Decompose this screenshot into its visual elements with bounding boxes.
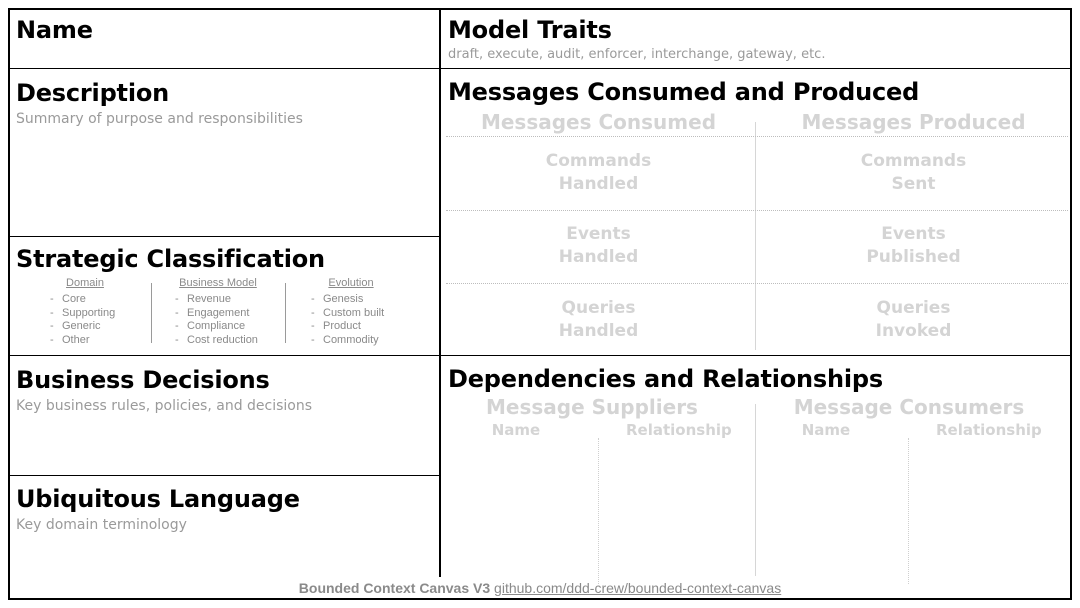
classification-separator: [285, 283, 286, 343]
message-suppliers-header: Message Suppliers: [486, 395, 698, 419]
canvas-footer: Bounded Context Canvas V3 github.com/ddd…: [0, 580, 1080, 596]
evolution-header: Evolution: [328, 277, 374, 289]
messages-column-divider: [755, 122, 756, 350]
messages-row-rule-2: [446, 283, 1068, 284]
model-traits-title: Model Traits: [448, 16, 612, 44]
dependencies-column-divider: [755, 404, 756, 576]
ubiquitous-language-subtitle: Key domain terminology: [16, 517, 187, 533]
divider-strategic-business: [9, 355, 1071, 356]
domain-column: Domain Core Supporting Generic Other: [50, 277, 140, 347]
business-model-header: Business Model: [179, 277, 257, 289]
divider-business-language: [9, 475, 440, 476]
footer-brand: Bounded Context Canvas V3: [298, 580, 491, 596]
footer-link[interactable]: github.com/ddd-crew/bounded-context-canv…: [494, 580, 782, 596]
domain-header: Domain: [66, 277, 104, 289]
domain-item: Core: [50, 293, 140, 307]
messages-title: Messages Consumed and Produced: [448, 78, 920, 106]
classification-separator: [151, 283, 152, 343]
divider-name-description: [9, 68, 1071, 69]
divider-description-strategic: [9, 236, 440, 237]
model-traits-subtitle: draft, execute, audit, enforcer, interch…: [448, 47, 826, 62]
messages-consumed-header: Messages Consumed: [480, 110, 717, 134]
consumers-inner-divider: [908, 438, 909, 584]
business-model-item: Compliance: [175, 320, 275, 334]
evolution-item: Custom built: [311, 307, 411, 321]
message-consumers-header: Message Consumers: [793, 395, 1025, 419]
domain-item: Generic: [50, 320, 140, 334]
domain-item: Supporting: [50, 307, 140, 321]
evolution-item: Product: [311, 320, 411, 334]
strategic-classification-title: Strategic Classification: [16, 245, 325, 273]
suppliers-inner-divider: [598, 438, 599, 584]
description-subtitle: Summary of purpose and responsibilities: [16, 111, 303, 127]
business-decisions-title: Business Decisions: [16, 366, 270, 394]
consumers-name-header: Name: [801, 421, 851, 439]
business-model-item: Cost reduction: [175, 334, 275, 348]
evolution-column: Evolution Genesis Custom built Product C…: [311, 277, 411, 347]
dependencies-title: Dependencies and Relationships: [448, 365, 883, 393]
business-model-column: Business Model Revenue Engagement Compli…: [175, 277, 275, 347]
messages-header-rule: [446, 136, 1068, 137]
name-section-title: Name: [16, 16, 93, 44]
messages-produced-header: Messages Produced: [801, 110, 1026, 134]
messages-row-rule-1: [446, 210, 1068, 211]
domain-item: Other: [50, 334, 140, 348]
ubiquitous-language-title: Ubiquitous Language: [16, 485, 300, 513]
description-title: Description: [16, 79, 170, 107]
suppliers-name-header: Name: [491, 421, 541, 439]
consumers-relationship-header: Relationship: [936, 421, 1042, 439]
business-model-item: Revenue: [175, 293, 275, 307]
business-model-item: Engagement: [175, 307, 275, 321]
business-decisions-subtitle: Key business rules, policies, and decisi…: [16, 398, 313, 414]
center-divider: [439, 9, 441, 577]
canvas-frame: [8, 8, 1072, 600]
suppliers-relationship-header: Relationship: [626, 421, 732, 439]
evolution-item: Genesis: [311, 293, 411, 307]
evolution-item: Commodity: [311, 334, 411, 348]
